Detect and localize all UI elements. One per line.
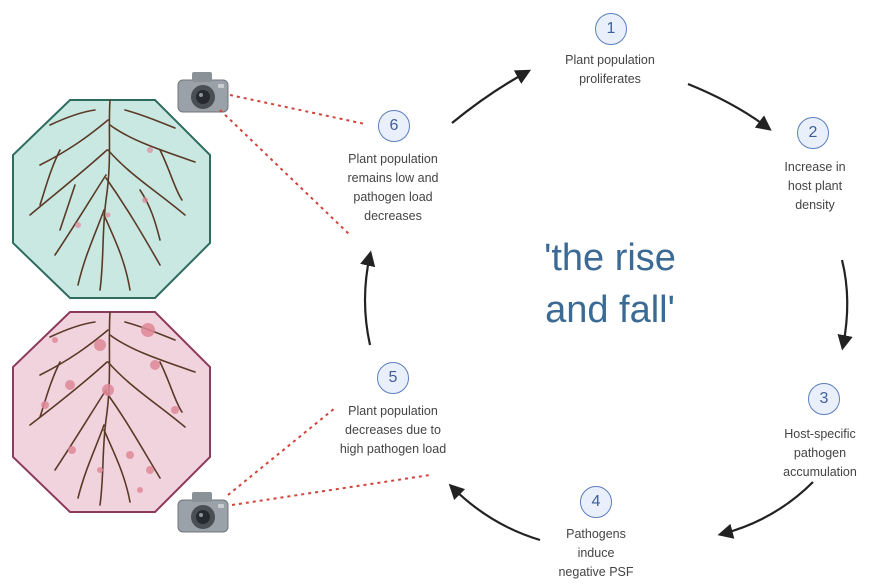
step-5-text: Plant population decreases due to high p…	[318, 402, 468, 459]
step-3-badge: 3	[808, 383, 840, 415]
step-6-text: Plant population remains low and pathoge…	[318, 150, 468, 226]
step-2-text: Increase in host plant density	[760, 158, 870, 215]
arrow-4-to-5	[452, 487, 540, 540]
step-5-badge: 5	[377, 362, 409, 394]
healthy-roots-panel	[13, 100, 210, 298]
arrow-1-to-2	[688, 84, 768, 128]
cycle-title: 'the rise and fall'	[480, 232, 740, 336]
arrow-5-to-6	[365, 255, 370, 345]
step-6-badge: 6	[378, 110, 410, 142]
arrow-6-to-1	[452, 72, 527, 123]
diseased-roots-panel	[13, 312, 210, 512]
step-2-badge: 2	[797, 117, 829, 149]
step-1-badge: 1	[595, 13, 627, 45]
arrow-3-to-4	[722, 482, 813, 534]
step-1-text: Plant population proliferates	[535, 51, 685, 89]
step-3-text: Host-specific pathogen accumulation	[765, 425, 875, 482]
arrow-2-to-3	[842, 260, 847, 346]
camera-icon	[178, 492, 228, 532]
step-4-text: Pathogens induce negative PSF	[540, 525, 652, 582]
camera-icon	[178, 72, 228, 112]
step-4-badge: 4	[580, 486, 612, 518]
